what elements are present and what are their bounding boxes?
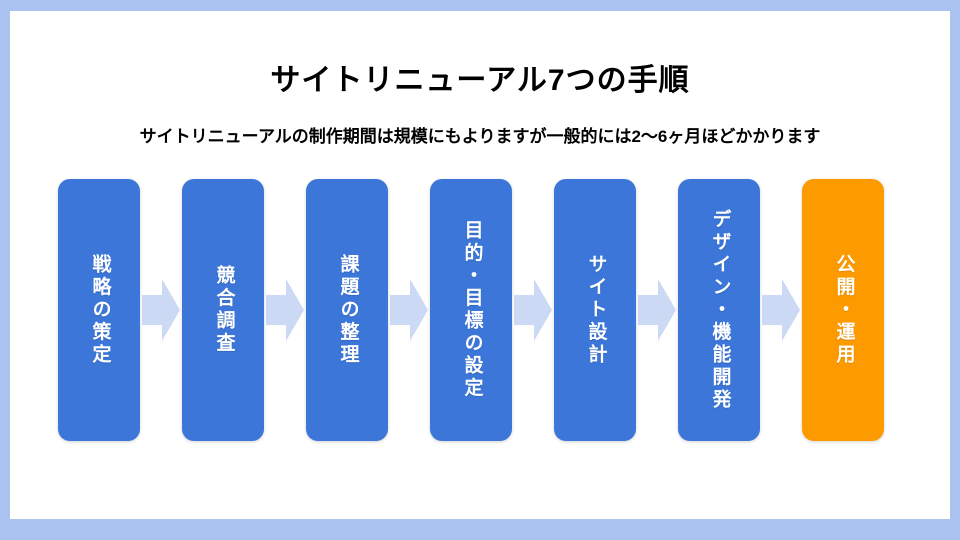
process-flow-diagram: 戦略の策定 競合調査 課題の整理 目的・目標の設定 サイト設計 デザイン・機能開発 公開・運… — [10, 11, 950, 519]
process-step-7[interactable]: 公開・運用 — [802, 179, 884, 441]
process-step-label: 課題の整理 — [337, 253, 359, 367]
flow-arrow-5-to-6 — [638, 276, 676, 344]
page-title: サイトリニューアル7つの手順 — [270, 64, 690, 97]
process-step-5[interactable]: サイト設計 — [554, 179, 636, 441]
process-step-label: 戦略の策定 — [89, 253, 111, 367]
flow-arrow-2-to-3 — [266, 276, 304, 344]
process-step-1[interactable]: 戦略の策定 — [58, 179, 140, 441]
process-step-label: 競合調査 — [213, 265, 235, 355]
slide-canvas: サイトリニューアル7つの手順 サイトリニューアルの制作期間は規模にもよりますが一… — [10, 11, 950, 519]
flow-arrow-4-to-5 — [514, 276, 552, 344]
process-step-6[interactable]: デザイン・機能開発 — [678, 179, 760, 441]
flow-arrow-3-to-4 — [390, 276, 428, 344]
process-step-3[interactable]: 課題の整理 — [306, 179, 388, 441]
process-step-label: 目的・目標の設定 — [461, 220, 483, 400]
process-step-2[interactable]: 競合調査 — [182, 179, 264, 441]
process-step-4[interactable]: 目的・目標の設定 — [430, 179, 512, 441]
flow-arrow-1-to-2 — [142, 276, 180, 344]
flow-arrow-6-to-7 — [762, 276, 800, 344]
process-step-label: 公開・運用 — [833, 253, 855, 367]
process-step-label: サイト設計 — [585, 253, 607, 367]
process-step-label: デザイン・機能開発 — [709, 208, 731, 412]
page-subtitle: サイトリニューアルの制作期間は規模にもよりますが一般的には2〜6ヶ月ほどかかりま… — [139, 127, 821, 146]
